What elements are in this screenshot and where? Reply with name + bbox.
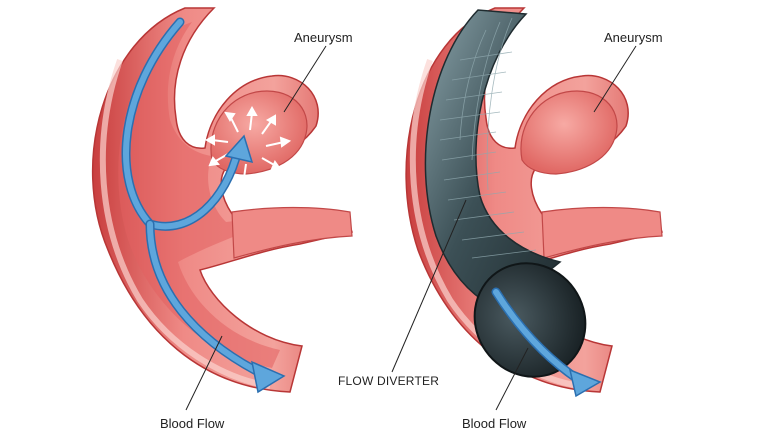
right-aneurysm-sac [520, 90, 618, 175]
pressure-arrow-icon [237, 163, 249, 186]
right-blood-flow-label: Blood Flow [462, 416, 527, 431]
flow-diverter-label: FLOW DIVERTER [338, 374, 440, 388]
flow-diverter-leader [391, 199, 467, 373]
left-branch-vessel [231, 206, 353, 259]
left-blood-flow-label: Blood Flow [160, 416, 225, 431]
left-blood-flow-leader [185, 335, 223, 411]
right-aneurysm-label: Aneurysm [604, 30, 663, 45]
right-flow-arrowhead-main [568, 368, 602, 398]
right-blood-flow-leader [495, 347, 529, 411]
pressure-arrow-icon [224, 111, 239, 133]
left-panel [91, 7, 354, 411]
left-flow-arrowhead-sac [224, 134, 254, 164]
pressure-arrow-icon [246, 105, 258, 131]
left-flow-arrowhead-main [250, 360, 286, 394]
pressure-arrow-icon [261, 157, 282, 170]
pressure-arrow-icon [265, 136, 292, 148]
pressure-arrow-icon [261, 114, 276, 135]
left-aneurysm-leader [283, 45, 327, 113]
pressure-arrow-icon [204, 134, 229, 146]
right-panel [391, 7, 664, 411]
left-vessel-lumen [118, 22, 338, 368]
left-aneurysm-label: Aneurysm [294, 30, 353, 45]
flow-diverter-mesh [439, 17, 537, 259]
left-vessel-highlight [99, 59, 271, 389]
right-branch-vessel [541, 206, 663, 259]
right-aneurysm-leader [593, 45, 637, 113]
